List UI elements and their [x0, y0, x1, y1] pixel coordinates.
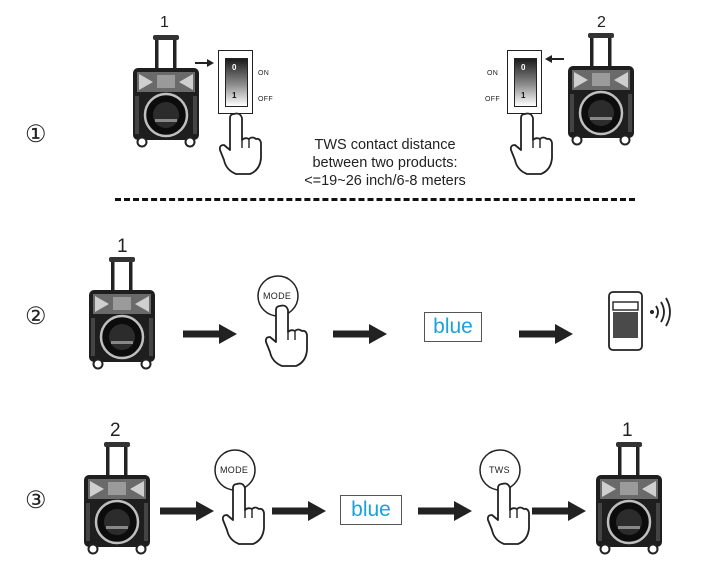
arrow-right-icon: [272, 501, 326, 521]
section-3-left-speaker-illustration: [82, 440, 152, 555]
mode-press-icon: [214, 449, 265, 545]
section-3-mode-button-label: MODE: [220, 465, 249, 475]
switch-2-on-label: ON: [487, 70, 499, 77]
arrow-right-icon: [160, 501, 214, 521]
switch-2-bottom-mark: 1: [521, 91, 526, 100]
mode-button-label: MODE: [263, 291, 292, 301]
step-2-number: ②: [25, 303, 47, 330]
led-display-blue: blue: [424, 312, 482, 342]
section-3-right-speaker-illustration: [594, 440, 664, 555]
step-1-number: ①: [25, 121, 47, 148]
speaker-2-number: 2: [597, 14, 606, 31]
hand-press-switch-1-icon: [218, 112, 262, 175]
arrow-to-switch-1: [195, 59, 214, 67]
speaker-1-illustration: [131, 33, 201, 148]
step-3-number: ③: [25, 487, 47, 514]
note-line-3: <=19~26 inch/6-8 meters: [304, 173, 466, 189]
arrow-to-switch-2: [545, 55, 564, 63]
note-line-1: TWS contact distance: [314, 137, 456, 153]
section-3-led-display-blue: blue: [340, 495, 402, 525]
tws-button-label: TWS: [489, 465, 510, 475]
phone-bluetooth-icon: [608, 291, 671, 351]
arrow-right-icon: [333, 324, 387, 344]
arrow-right-icon: [519, 324, 573, 344]
section-3-right-speaker-number: 1: [622, 420, 633, 441]
arrow-right-icon: [418, 501, 472, 521]
hand-press-switch-2-icon: [509, 112, 553, 175]
speaker-2-illustration: [566, 31, 636, 146]
section-2-speaker-number: 1: [117, 236, 128, 257]
switch-1-bottom-mark: 1: [232, 91, 237, 100]
arrow-right-icon: [183, 324, 237, 344]
power-switch-1: 0 1: [218, 50, 253, 114]
mode-press-icon: [257, 275, 308, 367]
switch-1-off-label: OFF: [258, 96, 273, 103]
speaker-1-number: 1: [160, 14, 169, 31]
section-3-left-speaker-number: 2: [110, 420, 121, 441]
note-line-2: between two products:: [312, 155, 458, 171]
switch-2-top-mark: 0: [521, 63, 526, 72]
switch-1-on-label: ON: [258, 70, 270, 77]
section-divider: [115, 198, 635, 201]
switch-1-top-mark: 0: [232, 63, 237, 72]
power-switch-2: 0 1: [507, 50, 542, 114]
tws-press-icon: [479, 449, 530, 545]
arrow-right-icon: [532, 501, 586, 521]
switch-2-off-label: OFF: [485, 96, 500, 103]
section-2-speaker-illustration: [87, 255, 157, 370]
tws-distance-note: TWS contact distance between two product…: [280, 136, 490, 190]
